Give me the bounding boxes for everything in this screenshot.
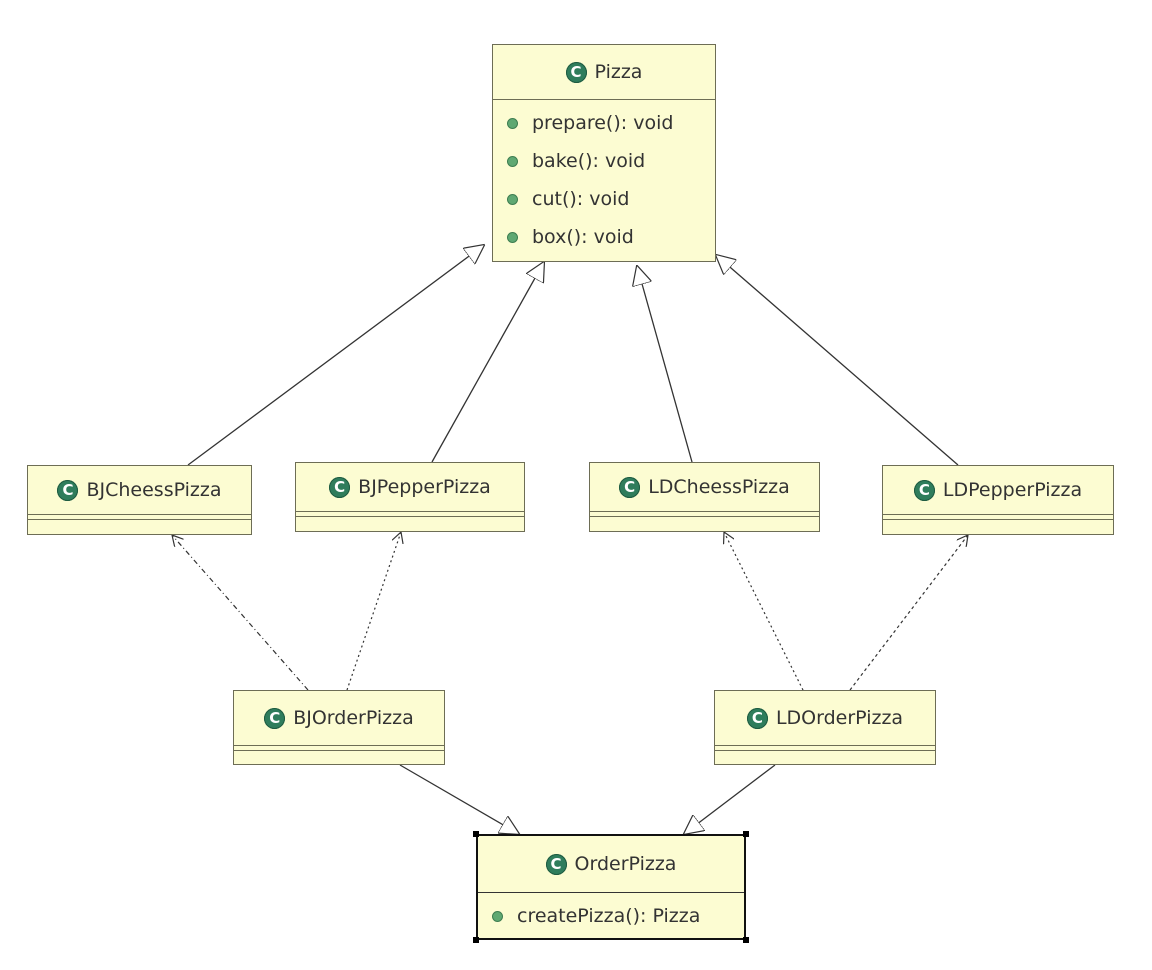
class-bjcheesspizza[interactable]: C BJCheessPizza — [27, 465, 252, 535]
class-name: OrderPizza — [574, 853, 677, 875]
class-icon: C — [565, 61, 587, 83]
class-icon: C — [545, 853, 567, 875]
class-ldorderpizza[interactable]: C LDOrderPizza — [714, 690, 936, 765]
method-row[interactable]: cut(): void — [493, 180, 715, 218]
class-header: C LDPepperPizza — [883, 466, 1113, 514]
separator — [234, 745, 444, 750]
method-row[interactable]: createPizza(): Pizza — [478, 897, 744, 935]
separator — [28, 514, 251, 519]
public-method-icon — [507, 155, 518, 167]
separator — [883, 514, 1113, 519]
method-label: box(): void — [532, 226, 634, 248]
separator — [883, 519, 1113, 520]
separator — [715, 750, 935, 751]
method-label: bake(): void — [532, 150, 646, 172]
method-row[interactable]: bake(): void — [493, 142, 715, 180]
class-icon: C — [329, 476, 351, 498]
class-icon: C — [746, 707, 768, 729]
method-label: prepare(): void — [532, 112, 674, 134]
class-name: BJPepperPizza — [358, 476, 491, 498]
separator — [715, 745, 935, 750]
selection-handle[interactable] — [743, 937, 749, 943]
separator — [478, 892, 744, 897]
method-label: cut(): void — [532, 188, 630, 210]
selection-handle[interactable] — [743, 831, 749, 837]
dependency-line-ldorder-ldcheess — [724, 532, 804, 691]
inherit-line-bjpepper — [431, 262, 544, 463]
selection-handle[interactable] — [473, 831, 479, 837]
public-method-icon — [507, 117, 518, 129]
class-header: C LDOrderPizza — [715, 691, 935, 745]
class-header: C LDCheessPizza — [590, 463, 819, 511]
inherit-line-ldpepper — [716, 255, 959, 466]
separator — [28, 519, 251, 520]
class-name: LDOrderPizza — [775, 707, 904, 729]
public-method-icon — [507, 193, 518, 205]
public-method-icon — [507, 231, 518, 243]
class-icon: C — [264, 707, 286, 729]
inherit-line-bjcheess — [187, 245, 484, 466]
class-header: C Pizza — [493, 45, 715, 99]
separator — [590, 516, 819, 517]
class-header: C OrderPizza — [478, 836, 744, 892]
separator — [296, 516, 524, 517]
class-icon: C — [619, 476, 641, 498]
class-bjorderpizza[interactable]: C BJOrderPizza — [233, 690, 445, 765]
class-name: Pizza — [594, 61, 643, 83]
class-orderpizza[interactable]: C OrderPizza createPizza(): Pizza — [476, 834, 746, 940]
class-ldpepperpizza[interactable]: C LDPepperPizza — [882, 465, 1114, 535]
inherit-line-ldorder — [684, 764, 776, 834]
class-name: LDCheessPizza — [648, 476, 790, 498]
method-label: createPizza(): Pizza — [517, 905, 701, 927]
class-icon: C — [57, 479, 79, 501]
class-pizza[interactable]: C Pizza prepare(): void bake(): void cut… — [492, 44, 716, 262]
selection-handle[interactable] — [473, 937, 479, 943]
separator — [234, 750, 444, 751]
dependency-line-bjorder-bjpepper — [346, 532, 401, 691]
inherit-line-bjorder — [399, 764, 519, 834]
class-name: BJCheessPizza — [86, 479, 222, 501]
inherit-line-ldcheess — [637, 266, 693, 463]
class-ldcheesspizza[interactable]: C LDCheessPizza — [589, 462, 820, 532]
dependency-line-ldorder-ldpepper — [849, 535, 968, 691]
method-row[interactable]: box(): void — [493, 218, 715, 256]
public-method-icon — [492, 910, 503, 922]
separator — [590, 511, 819, 516]
class-icon: C — [913, 479, 935, 501]
class-header: C BJCheessPizza — [28, 466, 251, 514]
dependency-line-bjorder-bjcheess — [172, 535, 309, 691]
class-header: C BJOrderPizza — [234, 691, 444, 745]
method-row[interactable]: prepare(): void — [493, 104, 715, 142]
class-bjpepperpizza[interactable]: C BJPepperPizza — [295, 462, 525, 532]
class-header: C BJPepperPizza — [296, 463, 524, 511]
class-name: LDPepperPizza — [942, 479, 1083, 501]
separator — [493, 99, 715, 104]
separator — [296, 511, 524, 516]
class-name: BJOrderPizza — [293, 707, 414, 729]
